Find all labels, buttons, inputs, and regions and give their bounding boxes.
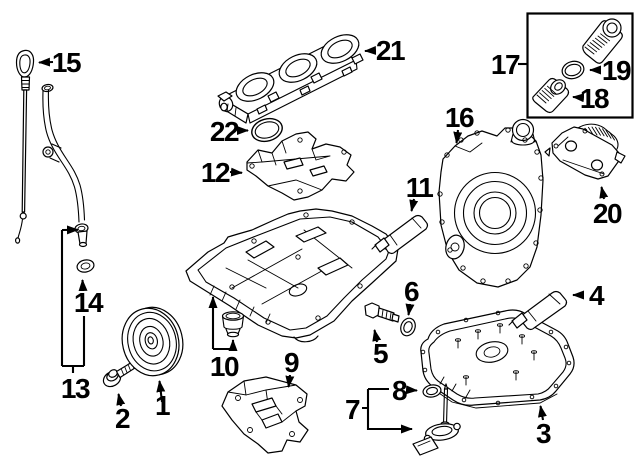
part-filter-kit-box <box>526 12 634 119</box>
callout-17-label: 17 <box>491 49 520 80</box>
callout-12: 12 <box>201 157 243 188</box>
callout-9-label: 9 <box>284 347 299 378</box>
callout-4-label: 4 <box>589 280 605 311</box>
callout-13-bracket <box>60 230 86 373</box>
callout-6-arrow <box>405 303 415 316</box>
callout-11-arrow <box>409 198 419 212</box>
callout-6: 6 <box>404 276 420 316</box>
part-oil-cooler <box>544 123 626 180</box>
callout-20: 20 <box>593 186 623 229</box>
part-timing-cover <box>437 118 544 288</box>
callout-12-arrow <box>229 167 243 177</box>
callout-11: 11 <box>406 172 435 212</box>
callout-4: 4 <box>572 280 606 311</box>
callout-22-label: 22 <box>210 116 239 147</box>
callout-21-label: 21 <box>376 35 405 66</box>
part-support-bracket <box>221 376 309 454</box>
part-tube-seal <box>76 259 95 273</box>
callout-6-label: 6 <box>404 276 419 307</box>
callout-5-label: 5 <box>373 338 388 369</box>
part-crank-bolt <box>102 360 138 388</box>
callout-5: 5 <box>372 329 389 369</box>
callout-18-label: 18 <box>580 83 609 114</box>
callout-9: 9 <box>284 347 300 388</box>
callout-7-label: 7 <box>345 394 360 425</box>
callout-17: 17 <box>491 49 527 80</box>
callout-13-label: 13 <box>61 373 90 404</box>
callout-20-label: 20 <box>593 198 622 229</box>
callout-21: 21 <box>364 35 406 66</box>
callout-16-arrow <box>453 129 463 144</box>
part-oil-level-sensor <box>412 383 461 456</box>
callout-10: 10 <box>208 296 240 382</box>
callout-21-arrow <box>364 46 377 55</box>
callout-19: 19 <box>589 55 632 86</box>
callout-8-arrow <box>405 385 418 395</box>
callout-18-arrow <box>572 93 585 103</box>
part-baffle-plate <box>246 131 355 201</box>
part-oil-plug <box>221 311 245 338</box>
callout-10-label: 10 <box>210 351 239 382</box>
callout-22: 22 <box>210 116 249 147</box>
callout-2-label: 2 <box>115 403 130 434</box>
callout-14-arrow <box>78 279 88 292</box>
part-pressure-valve <box>364 302 400 323</box>
callout-2: 2 <box>115 393 131 434</box>
callout-3-label: 3 <box>536 418 551 449</box>
callout-9-arrow <box>285 374 295 388</box>
part-oil-dipstick <box>15 49 35 244</box>
part-dipstick-tube <box>41 83 89 248</box>
part-filter-element <box>532 77 570 114</box>
callout-15: 15 <box>38 47 82 78</box>
callout-7-bracket <box>362 387 389 430</box>
callout-3-arrow <box>538 405 547 421</box>
callout-15-arrow <box>38 57 54 67</box>
callout-8: 8 <box>392 375 418 406</box>
callout-2-arrow <box>116 393 126 407</box>
callout-1-label: 1 <box>155 390 170 421</box>
callout-16: 16 <box>445 102 475 144</box>
callout-13: 13 <box>60 225 91 404</box>
part-level-sensor-oring <box>422 384 442 398</box>
callout-8-label: 8 <box>392 375 407 406</box>
callout-15-label: 15 <box>52 47 81 78</box>
callout-16-label: 16 <box>445 102 474 133</box>
callout-14: 14 <box>74 279 105 318</box>
part-filter-oring <box>561 60 585 80</box>
part-filter-cap <box>582 18 623 64</box>
callout-7: 7 <box>345 387 413 434</box>
callout-3: 3 <box>536 405 552 449</box>
callout-14-label: 14 <box>74 287 104 318</box>
part-crank-pulley <box>121 306 184 377</box>
part-cover-gasket <box>251 117 283 143</box>
callout-1: 1 <box>155 380 171 421</box>
part-lower-oil-pan <box>420 309 575 409</box>
part-valve-seal <box>400 317 416 337</box>
callout-1-arrow <box>156 380 166 403</box>
callout-20-arrow <box>599 186 609 200</box>
callout-5-arrow <box>372 329 382 343</box>
callout-18: 18 <box>572 83 610 114</box>
part-sealant-tube-11 <box>371 214 429 255</box>
part-sealant-tube-4 <box>508 290 568 331</box>
callout-12-label: 12 <box>201 157 230 188</box>
callout-19-label: 19 <box>602 55 631 86</box>
callout-11-label: 11 <box>406 172 434 203</box>
part-upper-oil-pan <box>185 208 399 343</box>
part-valve-cover <box>217 34 364 124</box>
